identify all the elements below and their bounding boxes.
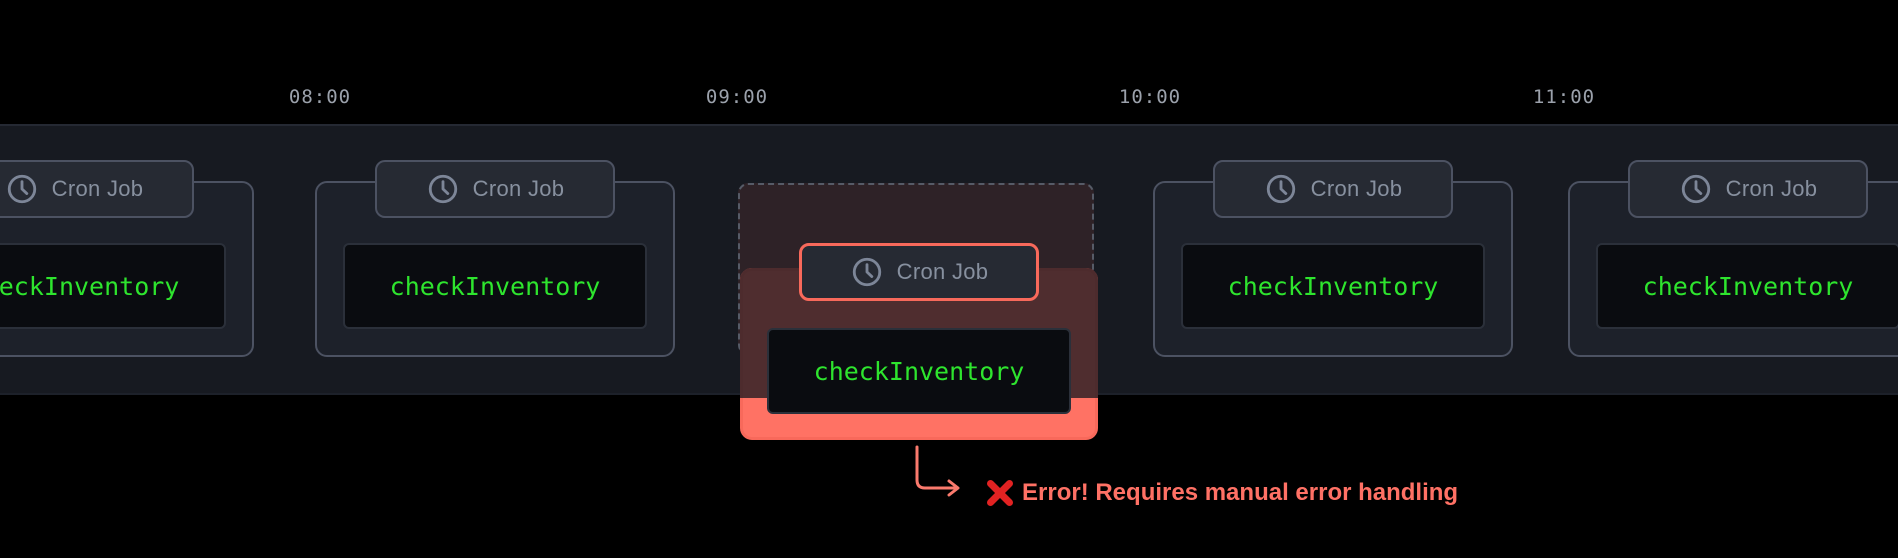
code-label: checkInventory [813,356,1025,386]
code-box: checkInventory [1596,243,1898,329]
code-label: checkInventory [0,271,180,301]
cron-job-badge: Cron Job [1628,160,1868,218]
error-message: Error! Requires manual error handling [1022,479,1459,506]
badge-label: Cron Job [896,259,989,284]
time-label-0900: 09:00 [705,86,769,108]
code-box: checkInventory [767,328,1071,414]
cron-job-card: Cron Job checkInventory [1153,160,1513,357]
badge-label: Cron Job [51,176,144,201]
code-box: checkInventory [1181,243,1485,329]
error-x-icon [987,480,1013,506]
code-label: checkInventory [1227,271,1439,301]
code-box: checkInventory [0,243,226,329]
cron-job-badge: Cron Job [375,160,615,218]
cron-job-card: Cron Job checkInventory [315,160,675,357]
code-label: checkInventory [1642,271,1854,301]
cron-job-badge: Cron Job [1213,160,1453,218]
clock-icon [428,174,457,204]
code-box: checkInventory [343,243,647,329]
cron-job-card-error: Cron Job checkInventory [740,243,1098,440]
cron-job-card: Cron Job checkInventory [0,160,254,357]
elbow-arrow-icon [915,445,960,497]
time-label-0800: 08:00 [288,86,352,108]
clock-icon [852,257,881,287]
cron-job-badge: Cron Job [799,243,1039,301]
clock-icon [1681,174,1710,204]
time-label-1000: 10:00 [1118,86,1182,108]
cron-job-card: Cron Job checkInventory [1568,160,1898,357]
badge-label: Cron Job [1725,176,1818,201]
clock-icon [1266,174,1295,204]
cron-job-badge: Cron Job [0,160,194,218]
badge-label: Cron Job [472,176,565,201]
badge-label: Cron Job [1310,176,1403,201]
time-label-1100: 11:00 [1532,86,1596,108]
clock-icon [7,174,36,204]
code-label: checkInventory [389,271,601,301]
